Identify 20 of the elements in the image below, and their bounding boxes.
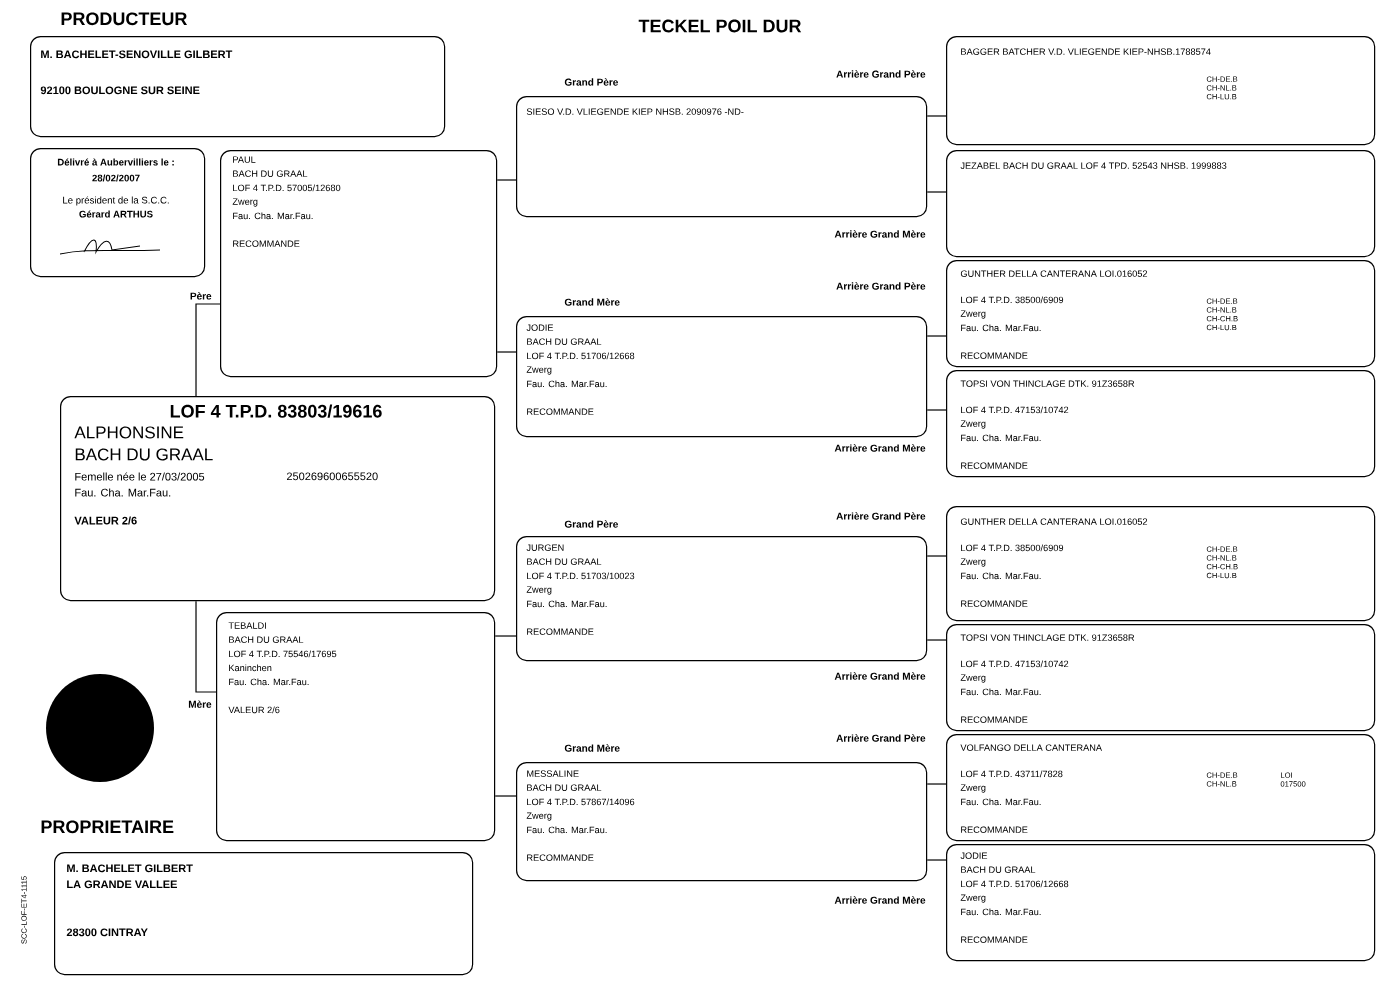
connector-line — [926, 555, 947, 557]
section-heading: PRODUCTEUR — [61, 12, 188, 26]
connector-line — [195, 600, 217, 693]
box-text: ALPHONSINE — [74, 426, 184, 439]
connector-line — [496, 179, 517, 181]
connector-line — [494, 795, 517, 797]
connector-line — [496, 351, 517, 353]
connector-line — [494, 635, 517, 637]
connector-line — [926, 115, 947, 117]
connector-line — [926, 335, 947, 337]
connector-line — [926, 783, 947, 785]
connector-line — [926, 639, 947, 641]
section-heading: PROPRIETAIRE — [41, 820, 174, 834]
box-text: LOF 4 T.P.D. 83803/19616 — [170, 404, 382, 418]
connector-line — [926, 191, 947, 193]
title: TECKEL POIL DUR — [638, 19, 802, 33]
connector-line — [195, 303, 221, 397]
connector-line — [926, 859, 947, 861]
connector-line — [926, 409, 947, 411]
box-text: BACH DU GRAAL — [75, 448, 213, 461]
